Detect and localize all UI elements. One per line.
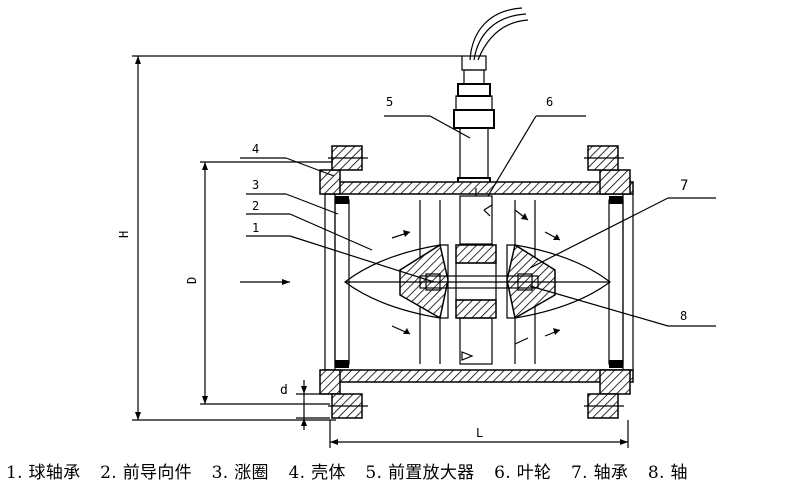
housing <box>319 145 634 419</box>
dimension-lines <box>132 55 629 448</box>
turbine-flowmeter-diagram: 4 3 2 1 5 6 7 8 H D L d <box>117 7 716 448</box>
signal-cable <box>469 7 529 61</box>
dim-length: L <box>476 426 483 440</box>
callout-4: 4 <box>252 142 259 156</box>
callout-3: 3 <box>252 178 259 192</box>
legend-item-4: 4. 壳体 <box>288 463 346 483</box>
legend-item-5: 5. 前置放大器 <box>365 463 475 483</box>
callout-2: 2 <box>252 199 259 213</box>
callout-6: 6 <box>546 95 553 109</box>
legend-item-2: 2. 前导向件 <box>100 463 192 483</box>
dim-bolt: d <box>280 383 288 398</box>
legend-item-8: 8. 轴 <box>647 463 688 483</box>
callout-1: 1 <box>252 221 259 235</box>
callout-8: 8 <box>680 309 687 323</box>
dim-diameter: D <box>185 277 199 284</box>
callout-5: 5 <box>386 95 393 109</box>
dim-height: H <box>117 231 131 238</box>
callout-7: 7 <box>680 178 688 194</box>
legend-item-1: 1. 球轴承 <box>6 463 81 483</box>
parts-legend: 1. 球轴承 2. 前导向件 3. 涨圈 4. 壳体 5. 前置放大器 6. 叶… <box>6 458 702 483</box>
legend-item-6: 6. 叶轮 <box>494 463 552 483</box>
rotor-assembly <box>344 188 611 365</box>
legend-item-3: 3. 涨圈 <box>211 463 269 483</box>
leader-lines <box>240 115 716 327</box>
legend-item-7: 7. 轴承 <box>571 463 629 483</box>
preamplifier <box>453 55 495 189</box>
